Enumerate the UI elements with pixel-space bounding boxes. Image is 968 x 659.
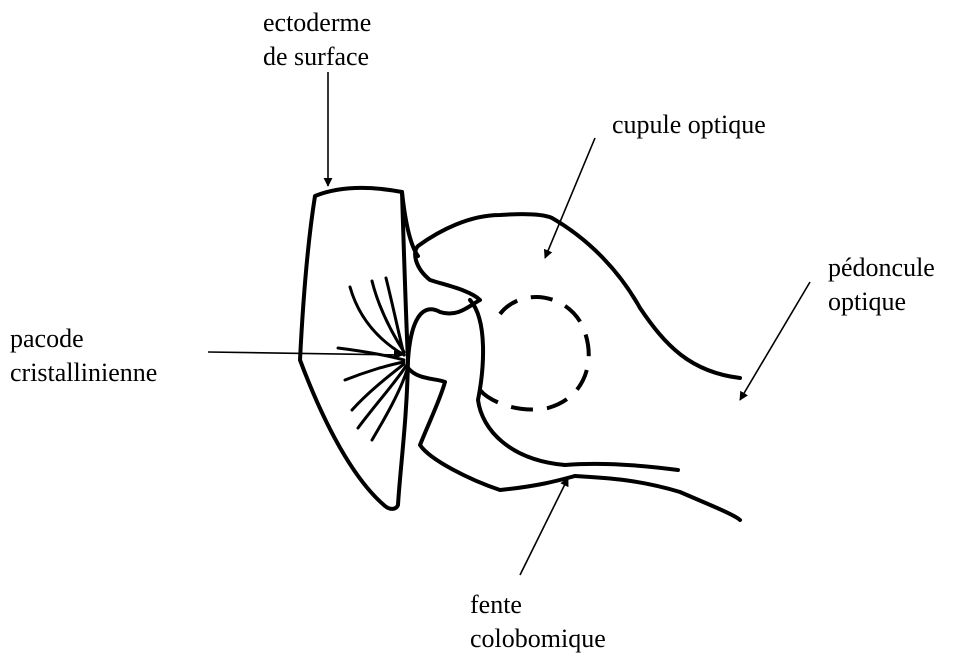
label-ectoderme-line2: de surface [263, 40, 371, 74]
label-fente-colobomique: fente colobomique [470, 588, 606, 656]
label-pedoncule-line1: pédoncule [828, 251, 935, 285]
label-pedoncule-optique: pédoncule optique [828, 251, 935, 319]
label-placode-line1: pacode [10, 322, 157, 356]
cupule-arrow [545, 138, 595, 258]
label-cupule-optique: cupule optique [612, 108, 766, 142]
label-placode-line2: cristallinienne [10, 356, 157, 390]
label-ectoderme-line1: ectoderme [263, 6, 371, 40]
pedoncule-arrow [740, 282, 810, 400]
fente-arrow [520, 478, 568, 575]
lens-vesicle-dashed-circle [480, 297, 589, 409]
label-cupule-line1: cupule optique [612, 108, 766, 142]
optic-cup-outline [408, 214, 740, 520]
lens-placode-lines [338, 278, 407, 440]
label-ectoderme-de-surface: ectoderme de surface [263, 6, 371, 74]
label-placode-cristallinienne: pacode cristallinienne [10, 322, 157, 390]
label-pedoncule-line2: optique [828, 285, 935, 319]
label-fente-line2: colobomique [470, 622, 606, 656]
label-fente-line1: fente [470, 588, 606, 622]
